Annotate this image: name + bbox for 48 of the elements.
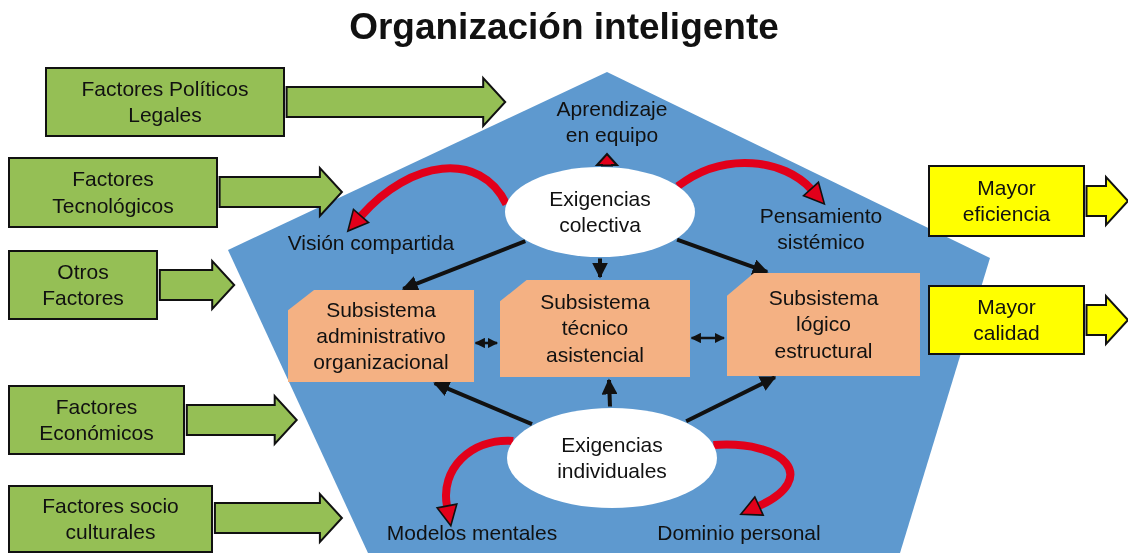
- block-arrow: [1085, 174, 1128, 228]
- factor-box: [8, 385, 185, 455]
- box-label: Exigencias colectiva: [548, 185, 652, 238]
- subsystem-box: [500, 280, 690, 377]
- box-label: Factores Económicos: [38, 393, 155, 446]
- box-label: Subsistema técnico asistencial: [539, 289, 651, 368]
- factor-box: [45, 67, 285, 137]
- discipline-label: Visión compartida: [262, 230, 480, 262]
- arrow: [685, 375, 777, 424]
- arrow: [592, 258, 608, 279]
- box-label: Subsistema lógico estructural: [767, 285, 880, 364]
- block-arrow: [285, 75, 507, 129]
- block-arrow: [158, 258, 236, 312]
- diagram-title: Organización inteligente: [348, 6, 780, 48]
- discipline-label: Pensamiento sistémico: [745, 203, 897, 259]
- subsystem-box: [727, 273, 920, 376]
- factor-box: [8, 485, 213, 553]
- arrow: [401, 239, 527, 292]
- box-label: Otros Factores: [41, 258, 125, 311]
- discipline-label: Modelos mentales: [360, 520, 584, 552]
- curved-arrow: [436, 436, 514, 527]
- box-label: Mayor calidad: [972, 293, 1041, 346]
- result-box: [928, 285, 1085, 355]
- curved-arrow: [713, 440, 795, 517]
- double-arrow: [690, 332, 726, 344]
- arrow: [676, 237, 769, 275]
- box-label: Factores socio culturales: [41, 492, 180, 545]
- arrow: [433, 381, 533, 427]
- box-label: Mayor eficiencia: [961, 174, 1052, 227]
- factor-box: [8, 157, 218, 228]
- box-label: Exigencias individuales: [556, 431, 668, 484]
- curved-arrow: [675, 159, 827, 204]
- subsystem-box: [288, 290, 474, 382]
- discipline-label: Dominio personal: [630, 520, 848, 552]
- result-box: [928, 165, 1085, 237]
- arrow: [601, 378, 618, 407]
- block-arrow: [594, 152, 620, 167]
- block-arrow: [213, 491, 344, 545]
- discipline-label: Aprendizaje en equipo: [545, 96, 679, 152]
- block-arrow: [185, 393, 299, 447]
- block-arrow: [1085, 293, 1128, 347]
- box-label: Factores Políticos Legales: [80, 75, 250, 128]
- curved-arrow: [346, 164, 510, 232]
- double-arrow: [474, 337, 499, 349]
- block-arrow: [218, 165, 344, 219]
- box-label: Factores Tecnológicos: [51, 166, 175, 219]
- factor-box: [8, 250, 158, 320]
- box-label: Subsistema administrativo organizacional: [312, 296, 450, 376]
